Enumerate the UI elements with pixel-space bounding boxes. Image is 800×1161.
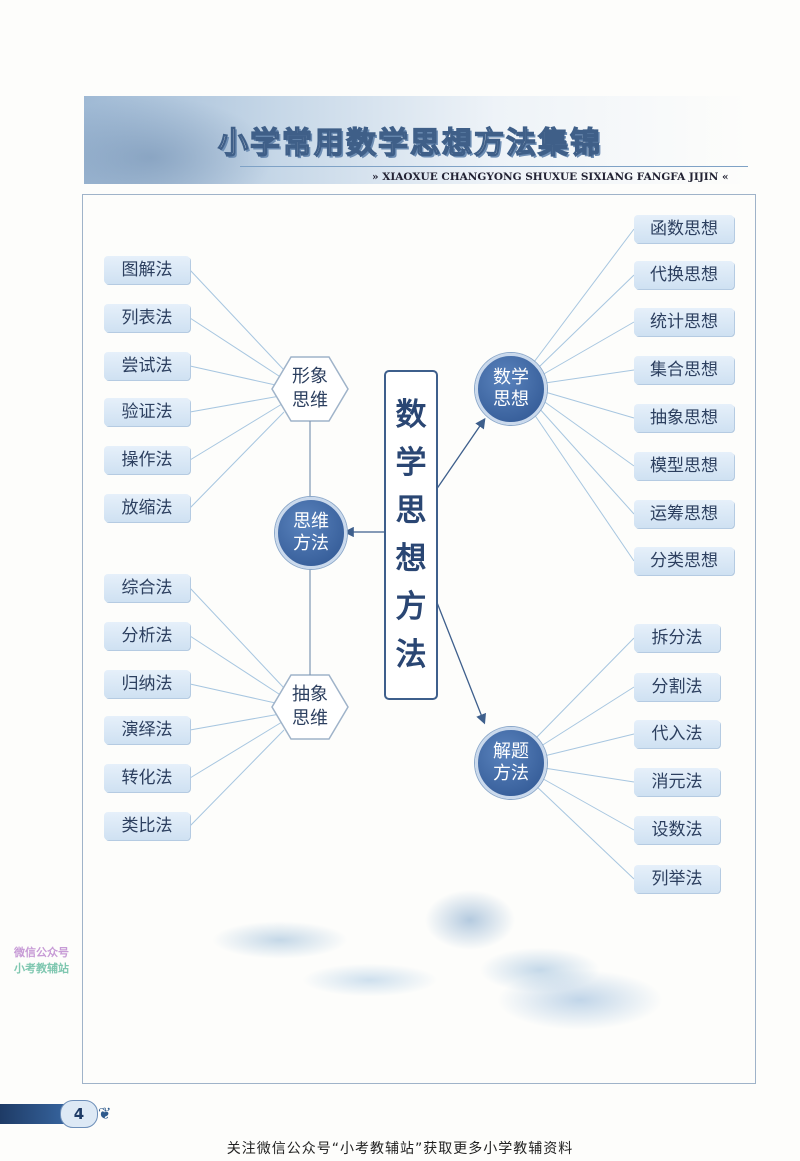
image-thinking-item: 放缩法 bbox=[104, 494, 190, 522]
solving-methods-node: 解题方法 bbox=[475, 727, 547, 799]
center-char: 数 bbox=[395, 397, 427, 433]
abstract-thinking-hexagon bbox=[271, 674, 349, 740]
center-char: 方 bbox=[395, 589, 427, 625]
abstract-thinking-item: 转化法 bbox=[104, 764, 190, 792]
center-char: 学 bbox=[395, 445, 427, 481]
math-idea-item: 代换思想 bbox=[634, 261, 734, 289]
page-number: 4 bbox=[60, 1100, 98, 1128]
solving-method-item: 拆分法 bbox=[634, 624, 720, 652]
math-idea-item: 模型思想 bbox=[634, 452, 734, 480]
abstract-thinking-item: 分析法 bbox=[104, 622, 190, 650]
abstract-thinking-label: 抽象思维 bbox=[292, 684, 328, 729]
center-char: 想 bbox=[395, 541, 427, 577]
thinking-methods-node: 思维方法 bbox=[275, 497, 347, 569]
math-idea-item: 运筹思想 bbox=[634, 500, 734, 528]
title-rule bbox=[240, 166, 748, 167]
solving-method-item: 列举法 bbox=[634, 865, 720, 893]
math-idea-item: 分类思想 bbox=[634, 547, 734, 575]
footer-note: 关注微信公众号“小考教辅站”获取更多小学教辅资料 bbox=[226, 1141, 574, 1157]
image-thinking-item: 操作法 bbox=[104, 446, 190, 474]
image-thinking-item: 验证法 bbox=[104, 398, 190, 426]
math-idea-item: 函数思想 bbox=[634, 215, 734, 243]
leaf-icon: ❦ bbox=[98, 1104, 112, 1123]
watermark: 微信公众号 小考教辅站 bbox=[14, 946, 69, 975]
image-thinking-item: 列表法 bbox=[104, 304, 190, 332]
image-thinking-hexagon bbox=[271, 356, 349, 422]
solving-method-item: 分割法 bbox=[634, 673, 720, 701]
image-thinking-item: 尝试法 bbox=[104, 352, 190, 380]
center-title-box: 数 学 思 想 方 法 bbox=[384, 370, 438, 700]
solving-method-item: 设数法 bbox=[634, 816, 720, 844]
abstract-thinking-item: 类比法 bbox=[104, 812, 190, 840]
math-idea-item: 集合思想 bbox=[634, 356, 734, 384]
page-subtitle: » XIAOXUE CHANGYONG SHUXUE SIXIANG FANGF… bbox=[372, 171, 729, 183]
image-thinking-label: 形象思维 bbox=[292, 366, 328, 411]
solving-method-item: 消元法 bbox=[634, 768, 720, 796]
image-thinking-item: 图解法 bbox=[104, 256, 190, 284]
header-banner bbox=[84, 96, 748, 184]
abstract-thinking-item: 演绎法 bbox=[104, 716, 190, 744]
page-title: 小学常用数学思想方法集锦 bbox=[217, 125, 602, 161]
abstract-thinking-item: 综合法 bbox=[104, 574, 190, 602]
center-char: 思 bbox=[395, 493, 427, 529]
page-number-bar bbox=[0, 1104, 76, 1124]
math-idea-item: 统计思想 bbox=[634, 308, 734, 336]
mountain-illustration bbox=[160, 880, 720, 1040]
solving-method-item: 代入法 bbox=[634, 720, 720, 748]
content-frame bbox=[82, 194, 756, 1084]
abstract-thinking-item: 归纳法 bbox=[104, 670, 190, 698]
math-ideas-node: 数学思想 bbox=[475, 353, 547, 425]
math-idea-item: 抽象思想 bbox=[634, 404, 734, 432]
center-char: 法 bbox=[395, 637, 427, 673]
